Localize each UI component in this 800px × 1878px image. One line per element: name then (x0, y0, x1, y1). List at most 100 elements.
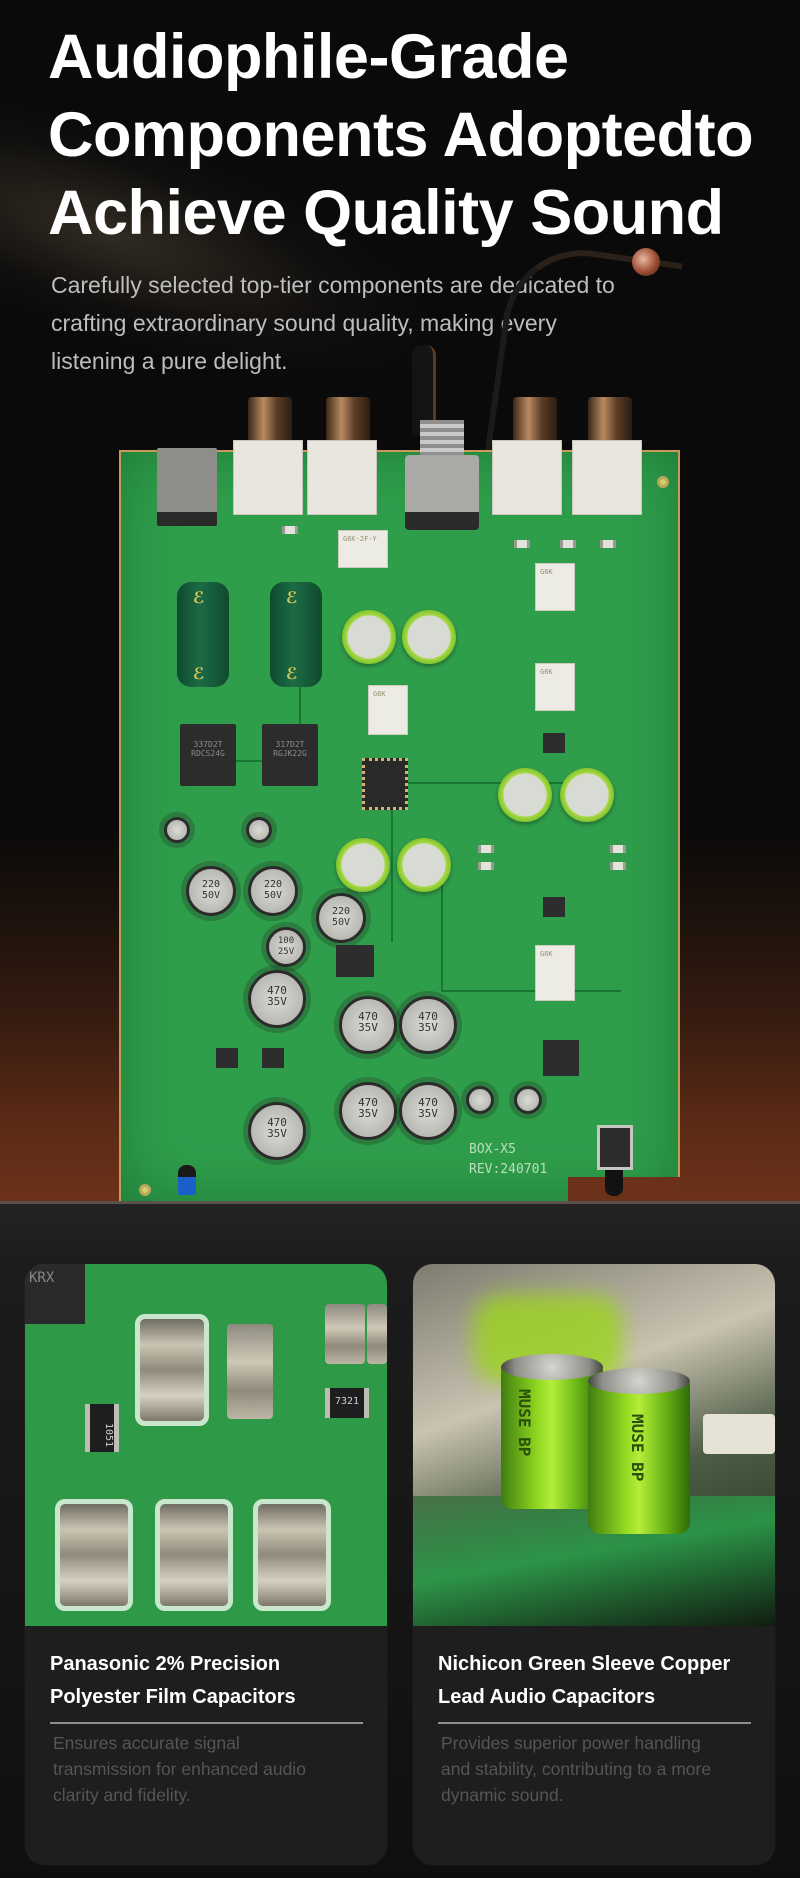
cap-voltage: 35V (418, 1107, 438, 1120)
resistor (478, 862, 494, 870)
cap-voltage: 50V (331, 917, 351, 928)
muse-capacitor (342, 610, 396, 664)
volume-pot-shaft (420, 420, 464, 460)
resistor (600, 540, 616, 548)
pcb-trace (441, 872, 621, 992)
chip (216, 1048, 238, 1068)
hero-subtitle-line: crafting extraordinary sound quality, ma… (51, 310, 557, 336)
card-description-line: Provides superior power handling (441, 1733, 701, 1753)
cap-value: 470 (267, 984, 287, 997)
muse-capacitor: MUSE BP (501, 1359, 603, 1509)
card-title: Nichicon Green Sleeve Copper Lead Audio … (438, 1648, 758, 1714)
card-title: Panasonic 2% Precision Polyester Film Ca… (50, 1648, 370, 1714)
cap-value: 220 (263, 879, 283, 890)
muse-capacitor (498, 768, 552, 822)
smd-capacitor: 470 35V (399, 996, 457, 1054)
cap-value: 470 (418, 1010, 438, 1023)
hero-title: Audiophile-Grade Components Adoptedto Ac… (48, 18, 788, 252)
resistor (610, 845, 626, 853)
smd-capacitor: 220 50V (316, 893, 366, 943)
resistor (560, 540, 576, 548)
hero-title-line: Audiophile-Grade (48, 22, 569, 92)
pcb-silkscreen-label: BOX-X5 REV:240701 (469, 1140, 547, 1180)
muse-capacitor (560, 768, 614, 822)
resistor-chip: 7321 (325, 1388, 369, 1418)
volume-potentiometer (405, 455, 479, 530)
hero-title-line: Achieve Quality Sound (48, 178, 724, 248)
indicator-led (178, 1165, 196, 1195)
smd-capacitor: 470 35V (339, 1082, 397, 1140)
chip (543, 1040, 579, 1076)
muse-capacitor (402, 610, 456, 664)
smd-capacitor: 470 35V (248, 1102, 306, 1160)
card-title-line: Nichicon Green Sleeve Copper (438, 1653, 731, 1675)
cap-voltage: 25V (277, 947, 295, 957)
cap-value: 220 (331, 906, 351, 917)
capacitor-top (501, 1354, 603, 1380)
film-capacitor (135, 1314, 209, 1426)
feature-cards-section: KRX 1051 7321 Panasonic 2% Precision Pol… (0, 1204, 800, 1878)
section-divider (0, 1201, 800, 1204)
pcb-trace (181, 672, 301, 762)
smd-capacitor: 470 35V (399, 1082, 457, 1140)
resistor (282, 526, 298, 534)
resistor (514, 540, 530, 548)
usb-port (157, 448, 217, 526)
muse-capacitor (397, 838, 451, 892)
cap-voltage: 35V (267, 995, 287, 1008)
cap-voltage: 35V (358, 1021, 378, 1034)
film-capacitor-photo: KRX 1051 7321 (25, 1264, 387, 1626)
rca-jack (307, 440, 377, 515)
cap-value: 470 (358, 1096, 378, 1109)
green-capacitor-photo: MUSE BP MUSE BP (413, 1264, 775, 1626)
rca-jack-barrel (326, 397, 370, 441)
resistor (610, 862, 626, 870)
rca-jack (492, 440, 562, 515)
chip (543, 897, 565, 917)
muse-capacitor (336, 838, 390, 892)
card-description-line: Ensures accurate signal (53, 1733, 240, 1753)
cap-voltage: 35V (418, 1021, 438, 1034)
rca-jack-barrel (248, 397, 292, 441)
relay-block (703, 1414, 775, 1454)
cap-value: 470 (358, 1010, 378, 1023)
board-revision: REV:240701 (469, 1162, 548, 1177)
relay: G6K-2F-Y (338, 530, 388, 568)
rca-jack-barrel (588, 397, 632, 441)
mounting-hole (657, 476, 669, 488)
transistor (336, 945, 374, 977)
film-capacitor-small (325, 1304, 365, 1364)
hero-subtitle-line: Carefully selected top-tier components a… (51, 272, 615, 298)
cap-value: 470 (418, 1096, 438, 1109)
film-capacitor (253, 1499, 331, 1611)
film-capacitor (55, 1499, 133, 1611)
cap-voltage: 50V (201, 890, 221, 901)
switch-knob (605, 1170, 623, 1196)
pcb-board-image (119, 450, 680, 1201)
hero-subtitle: Carefully selected top-tier components a… (51, 266, 711, 380)
chip (543, 733, 565, 753)
cap-value: 220 (201, 879, 221, 890)
small-capacitor (164, 817, 190, 843)
rca-jack (233, 440, 303, 515)
chip (262, 1048, 284, 1068)
mounting-hole (139, 1184, 151, 1196)
hero-subtitle-line: listening a pure delight. (51, 348, 288, 374)
relay: G6K (535, 663, 575, 711)
smd-capacitor: 470 35V (248, 970, 306, 1028)
resistor-chip: 1051 (85, 1404, 119, 1452)
muse-capacitor: MUSE BP (588, 1374, 690, 1534)
card-description-line: clarity and fidelity. (53, 1785, 191, 1805)
film-capacitor-small (227, 1324, 273, 1419)
pcb-trace (391, 782, 591, 942)
relay: G6K (368, 685, 408, 735)
card-title-line: Panasonic 2% Precision (50, 1653, 281, 1675)
pcb-notch (568, 1177, 680, 1201)
relay: G6K (535, 945, 575, 1001)
rca-jack (572, 440, 642, 515)
card-description: Provides superior power handling and sta… (441, 1730, 756, 1808)
